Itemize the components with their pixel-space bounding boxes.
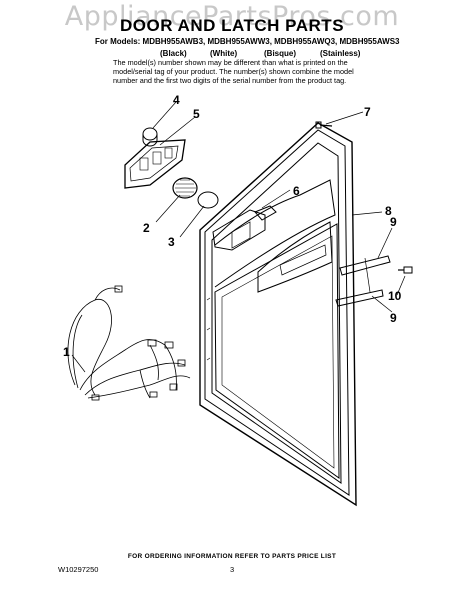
models-line: For Models: MDBH955AWB3, MDBH955AWW3, MD… [95,37,400,46]
hinge-bracket [335,255,391,307]
gasket-ring [197,191,219,209]
callout-9-bottom: 9 [390,311,397,325]
callout-5: 5 [193,107,200,121]
callout-7: 7 [364,105,371,119]
model-note: The model(s) number shown may be differe… [113,58,354,85]
callout-4: 4 [173,93,180,107]
callout-10: 10 [388,289,402,303]
ordering-footer-note: FOR ORDERING INFORMATION REFER TO PARTS … [127,553,337,560]
latch-housing [124,139,186,189]
page-number: 3 [230,565,235,574]
latch-assembly [212,205,277,251]
screw-right [398,266,413,274]
document-number: W10297250 [58,565,99,574]
callout-8: 8 [385,204,392,218]
page-title: DOOR AND LATCH PARTS [119,16,345,35]
vent-grille [172,177,198,199]
screw-top [315,121,333,129]
finish-black: (Black) [160,49,187,58]
callout-6: 6 [293,184,300,198]
wire-harness [67,285,191,401]
finish-stainless: (Stainless) [320,49,361,58]
callout-2: 2 [143,221,150,235]
watermark-text: AppliancePartsPros.com [64,1,400,32]
door-panel [199,122,357,507]
finish-bisque: (Bisque) [264,49,296,58]
callout-1: 1 [63,345,70,359]
leader-lines [71,101,406,373]
finish-white: (White) [210,49,238,58]
knob [142,127,158,147]
callout-9-top: 9 [390,215,397,229]
callouts: 4 5 7 6 8 2 9 3 10 9 1 [63,93,402,359]
callout-3: 3 [168,235,175,249]
